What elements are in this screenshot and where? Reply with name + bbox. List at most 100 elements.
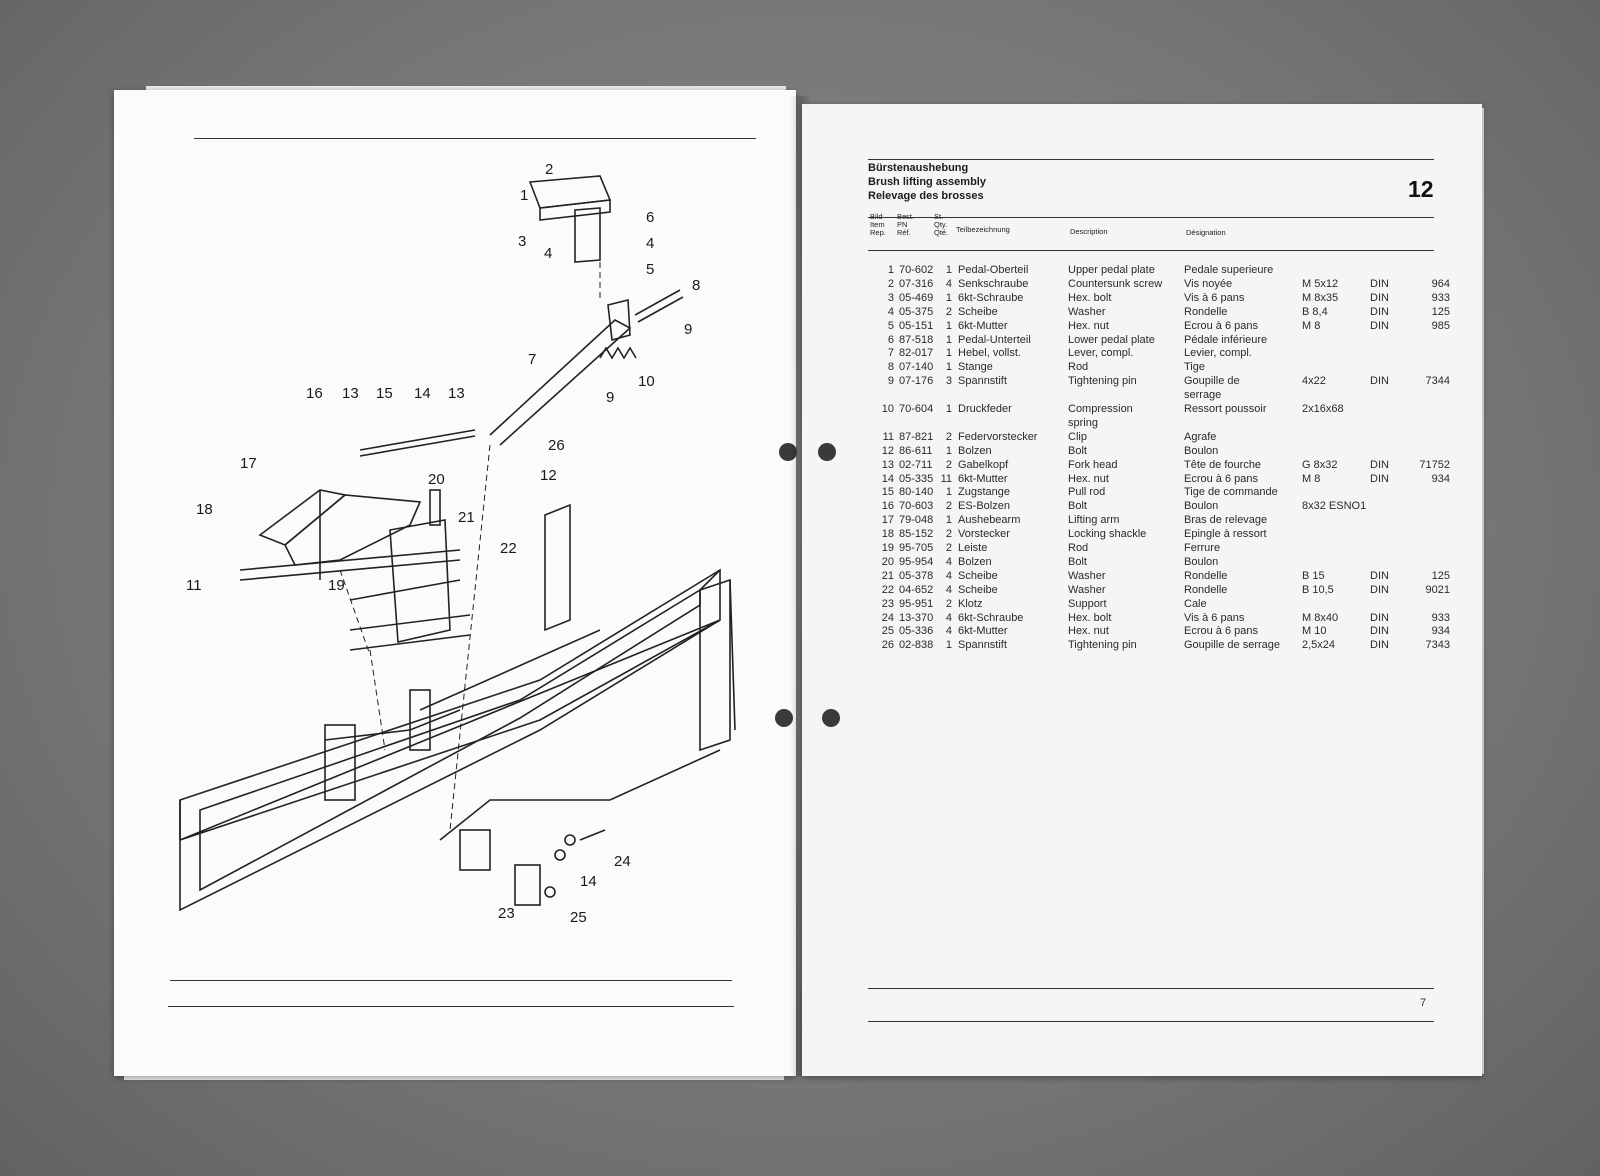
cell-item: 6 <box>887 333 894 346</box>
cell-english-name: Upper pedal plate <box>1068 264 1155 276</box>
punch-hole <box>822 709 840 727</box>
cell-quantity: 1 <box>945 319 952 332</box>
bottom-rule-right-1 <box>868 988 1434 989</box>
section-number: 12 <box>1408 176 1434 202</box>
cell-french-name: Tige <box>1184 361 1205 374</box>
cell-din-number: 933 <box>1431 291 1450 304</box>
cell-english-name: Washer <box>1068 583 1106 596</box>
bottom-rule-right-2 <box>868 1021 1434 1022</box>
cell-item: 8 <box>887 361 894 374</box>
cell-din-number: 934 <box>1431 472 1450 485</box>
cell-french-name: Ferrure <box>1184 542 1221 554</box>
cell-item: 11 <box>882 430 894 443</box>
table-header-rule <box>868 250 1434 251</box>
cell-quantity: 4 <box>945 625 952 638</box>
upright-post <box>544 503 571 632</box>
cell-french-name: Ecrou à 6 pans <box>1184 625 1258 638</box>
cell-part-number: 07-176 <box>899 375 934 388</box>
cell-din-number: 125 <box>1431 569 1450 582</box>
cell-english-name: Hex. nut <box>1068 625 1109 638</box>
callout-15: 15 <box>376 385 393 402</box>
cell-din: DIN <box>1370 583 1389 596</box>
cell-spec: M 8 <box>1302 472 1321 485</box>
cell-part-number: 87-518 <box>899 333 934 346</box>
cell-german-name: Gabelkopf <box>958 458 1009 471</box>
callout-9: 9 <box>606 389 614 406</box>
callout-13: 13 <box>342 385 359 402</box>
heading-french: Relevage des brosses <box>868 190 984 202</box>
cell-english-name: Bolt <box>1068 500 1087 513</box>
punch-hole <box>775 709 793 727</box>
cell-part-number: 79-048 <box>899 514 934 527</box>
cell-quantity: 1 <box>945 403 952 415</box>
callout-18: 18 <box>196 501 213 518</box>
cell-french-name: Ecrou à 6 pans <box>1184 319 1258 332</box>
cell-french-name-cont: serrage <box>1184 389 1222 402</box>
cell-quantity: 4 <box>945 611 952 624</box>
callout-26: 26 <box>548 437 565 454</box>
cell-quantity: 2 <box>945 305 952 318</box>
cell-item: 24 <box>881 611 894 624</box>
cell-french-name: Boulon <box>1184 500 1219 513</box>
cell-quantity: 1 <box>945 291 952 304</box>
cell-quantity: 11 <box>940 472 952 485</box>
cell-german-name: 6kt-Mutter <box>958 472 1008 485</box>
upright-post <box>699 578 731 752</box>
cell-part-number: 95-705 <box>899 542 934 554</box>
callout-14: 14 <box>414 385 431 402</box>
cell-part-number: 05-151 <box>899 319 934 332</box>
cell-german-name: Hebel, vollst. <box>958 347 1021 360</box>
cell-english-name: Rod <box>1068 542 1089 554</box>
cell-din-number: 934 <box>1431 625 1450 638</box>
cell-quantity: 2 <box>945 597 952 610</box>
cell-german-name: Stange <box>958 361 993 374</box>
cell-item: 16 <box>881 500 894 513</box>
callout-6: 6 <box>646 209 654 226</box>
cell-part-number: 85-152 <box>899 528 934 541</box>
cell-english-name: Bolt <box>1068 444 1087 457</box>
cell-german-name: 6kt-Schraube <box>958 291 1024 304</box>
cell-quantity: 1 <box>945 486 952 499</box>
cell-french-name: Rondelle <box>1184 305 1228 318</box>
callout-7: 7 <box>528 351 536 368</box>
callout-4: 4 <box>646 235 654 252</box>
compression-spring <box>599 346 637 360</box>
cell-german-name: Klotz <box>958 597 983 610</box>
cell-french-name: Epingle à ressort <box>1184 528 1267 541</box>
cell-english-name: Pull rod <box>1068 486 1106 499</box>
cell-spec: M 8x40 <box>1302 611 1339 624</box>
column-header-item: Bild Item Rep. <box>870 212 886 237</box>
cell-french-name: Cale <box>1184 597 1207 610</box>
cell-din: DIN <box>1370 611 1389 624</box>
cell-french-name: Goupille de <box>1184 375 1240 388</box>
cell-english-name: Tightening pin <box>1068 639 1137 652</box>
cell-part-number: 80-140 <box>899 486 934 499</box>
cell-part-number: 87-821 <box>899 430 934 443</box>
upper-pedal-plate <box>528 175 612 209</box>
cell-english-name: Lower pedal plate <box>1068 333 1155 346</box>
support-block <box>514 864 541 906</box>
cell-item: 23 <box>881 597 894 610</box>
cell-part-number: 07-140 <box>899 361 934 374</box>
cell-german-name: Pedal-Oberteil <box>958 264 1029 276</box>
cell-din: DIN <box>1370 319 1389 332</box>
bottom-rule-left-1 <box>170 980 732 981</box>
cell-item: 7 <box>887 347 894 360</box>
callout-10: 10 <box>638 373 655 390</box>
cell-item: 3 <box>887 291 894 304</box>
cell-part-number: 05-335 <box>899 472 934 485</box>
cell-item: 12 <box>881 444 894 457</box>
cell-french-name: Vis noyée <box>1184 277 1233 290</box>
cell-din-number: 7343 <box>1425 639 1450 652</box>
